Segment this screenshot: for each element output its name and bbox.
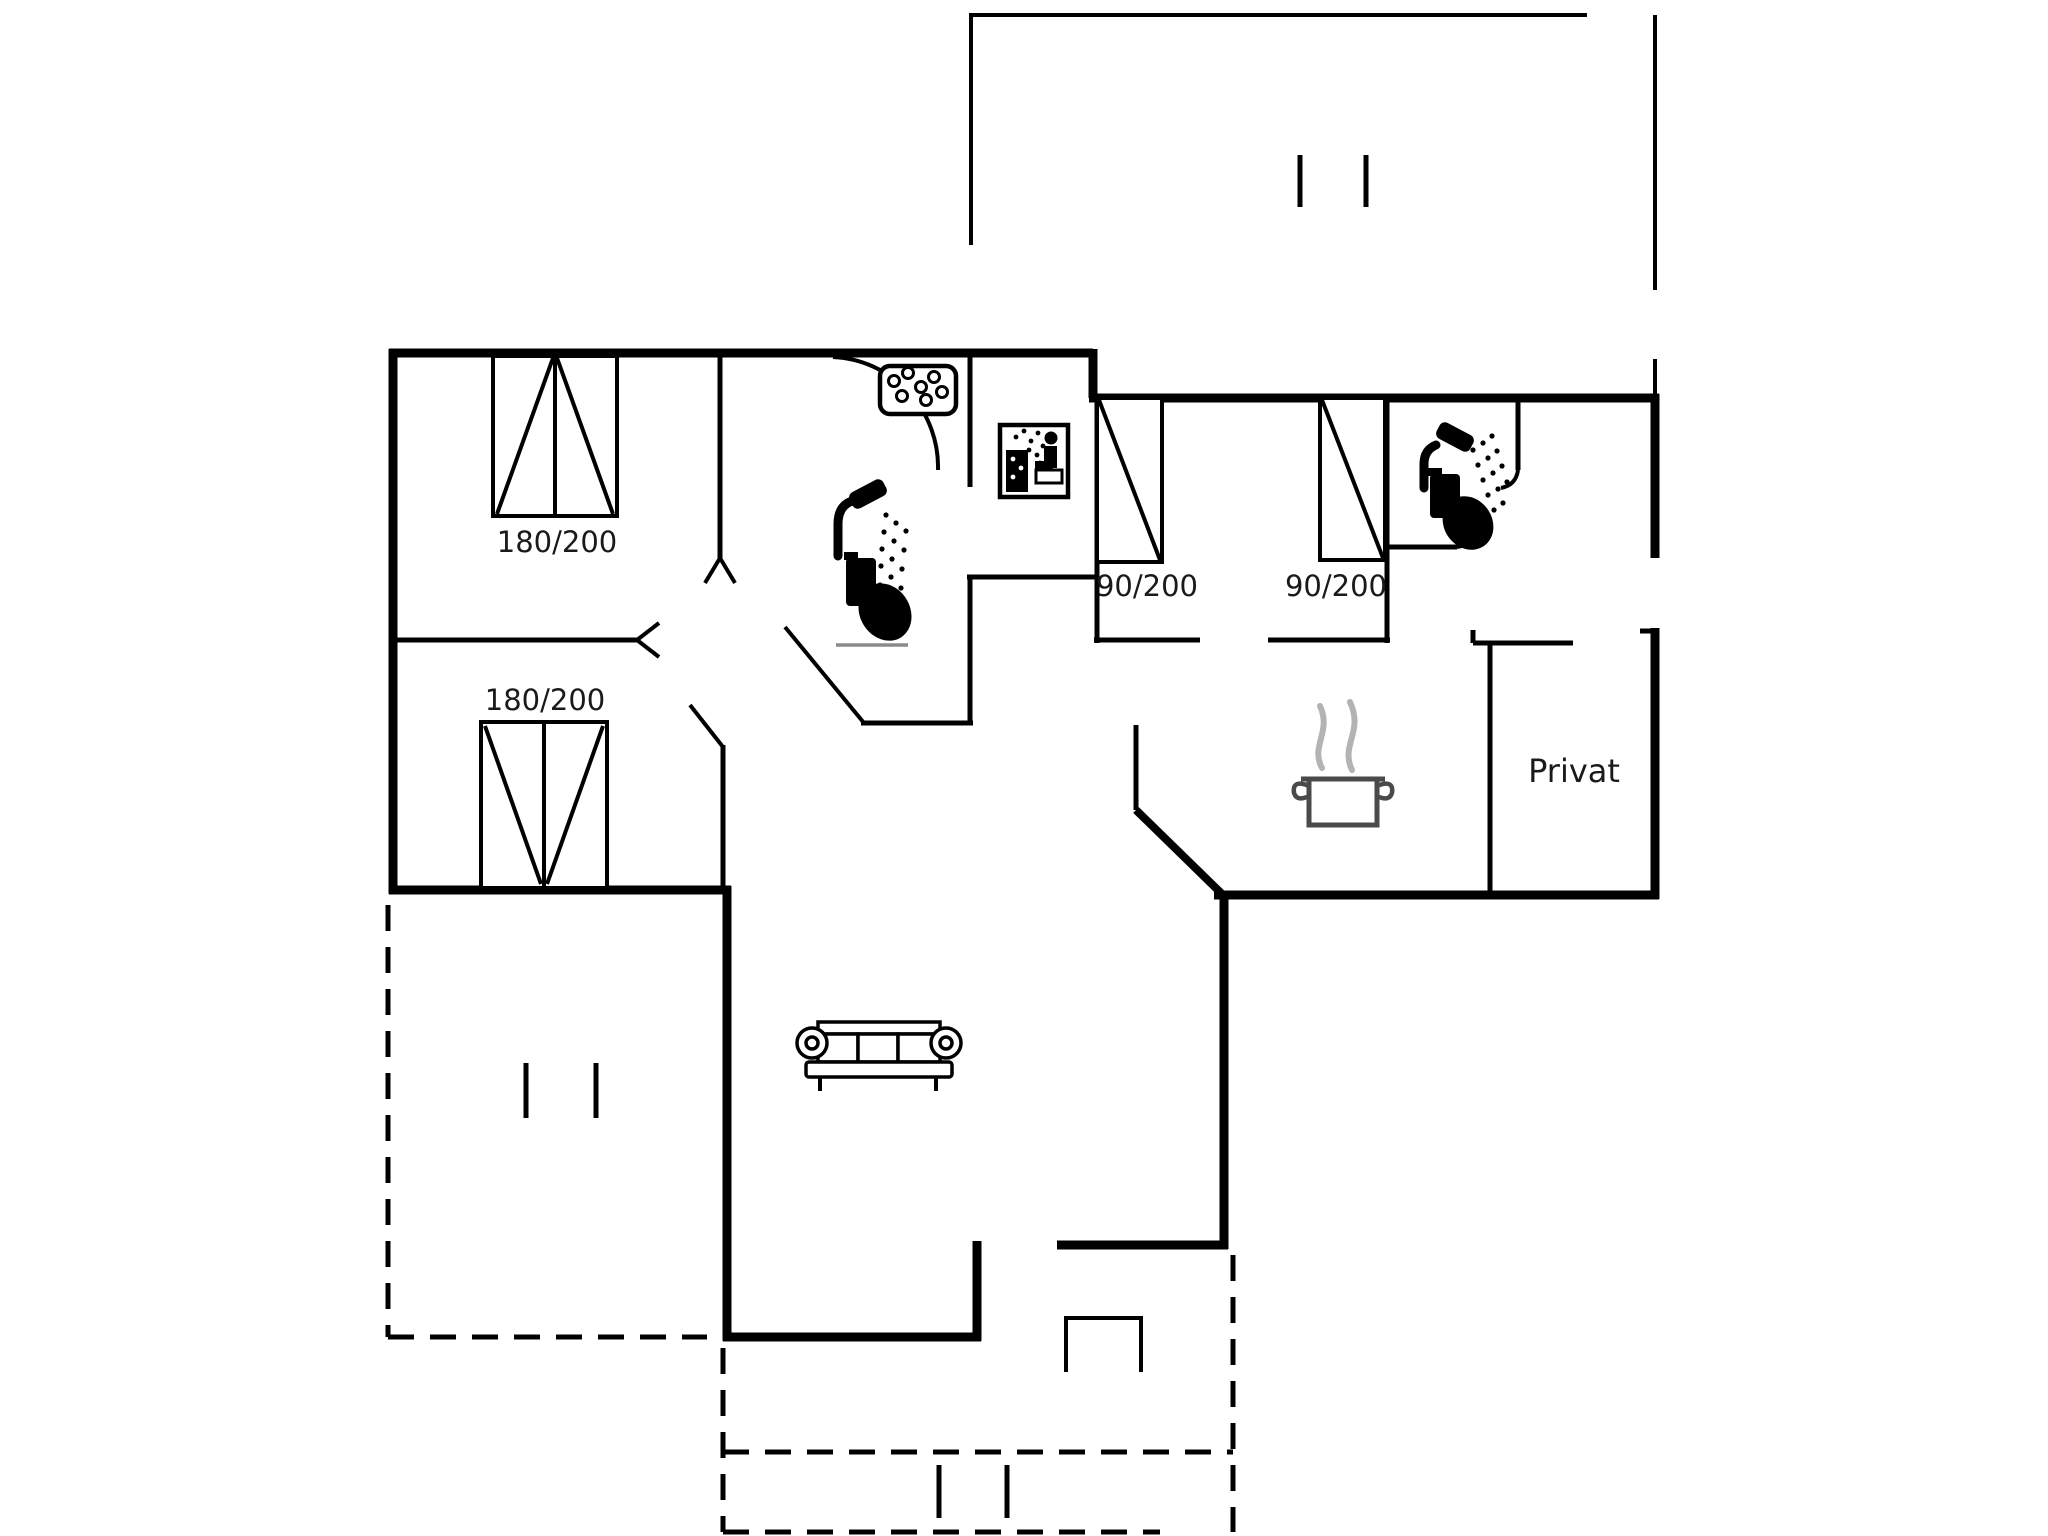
door-hook-bathroom2-stub	[1500, 469, 1520, 490]
bed-single-2	[1318, 396, 1387, 562]
bed-2-size-label: 180/200	[485, 683, 605, 717]
terrace-left-marker-ticks	[523, 1063, 599, 1118]
bed-4-size-label: 90/200	[1285, 569, 1387, 603]
carport-marker-ticks	[1297, 155, 1369, 207]
bed-single-1	[1095, 396, 1164, 564]
shower-icon-2	[1419, 422, 1510, 513]
entrance-step	[1064, 1316, 1143, 1372]
wall-opening-ticks	[635, 556, 737, 659]
toilet-icon-2	[1428, 468, 1494, 550]
door-leaf-bathroom1	[783, 625, 866, 725]
sauna-icon	[997, 422, 1071, 500]
carport-outline	[969, 13, 1657, 396]
toilet-icon	[836, 552, 912, 647]
cooking-pot-icon	[1291, 699, 1395, 828]
bed-double-1	[491, 354, 619, 518]
shower-spray-dots	[1470, 433, 1510, 513]
door-leaf-bedroom2	[688, 703, 725, 749]
bed-1-size-label: 180/200	[497, 525, 617, 559]
terrace-left	[385, 905, 707, 1340]
terrace-bottom	[720, 1255, 1236, 1535]
privat-room-label: Privat	[1528, 752, 1620, 790]
terrace-bottom-marker-ticks	[936, 1465, 1010, 1518]
kitchen-chamfer-wall	[1133, 807, 1225, 897]
bed-double-2	[479, 720, 609, 890]
sofa-icon	[795, 1020, 963, 1091]
bed-3-size-label: 90/200	[1096, 569, 1198, 603]
whirlpool-tub-icon	[877, 363, 959, 417]
